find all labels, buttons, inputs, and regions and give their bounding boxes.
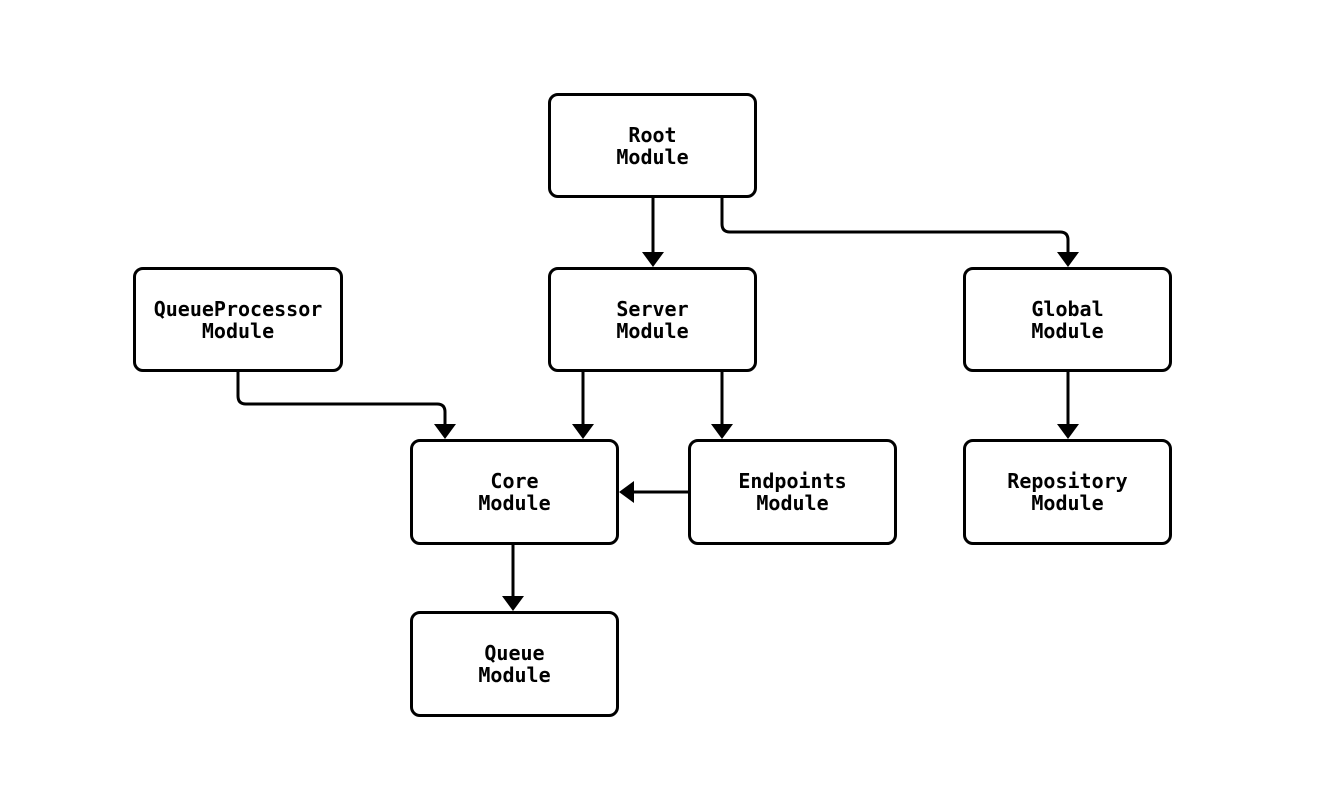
edge-global-to-repository [1057,372,1079,439]
node-queueprocessor-module-label: QueueProcessor Module [153,296,323,343]
node-server-module: Server Module [548,267,757,372]
node-core-module: Core Module [410,439,619,545]
node-global-module: Global Module [963,267,1172,372]
node-repository-module: Repository Module [963,439,1172,545]
node-server-module-label: Server Module [616,296,689,343]
edge-root-to-global [720,198,1079,267]
edge-endpoints-to-core [619,481,688,503]
node-endpoints-module: Endpoints Module [688,439,897,545]
edge-queueprocessor-to-core [236,372,456,439]
node-core-module-label: Core Module [478,469,551,515]
node-queueprocessor-module: QueueProcessor Module [133,267,343,372]
node-queue-module: Queue Module [410,611,619,717]
node-global-module-label: Global Module [1031,296,1104,343]
edge-root-to-server [642,198,664,267]
node-endpoints-module-label: Endpoints Module [738,469,847,515]
node-root-module: Root Module [548,93,757,198]
edge-server-to-core [572,372,594,439]
node-repository-module-label: Repository Module [1007,469,1128,515]
edge-core-to-queue [502,545,524,611]
node-queue-module-label: Queue Module [478,641,551,687]
edge-server-to-endpoints [711,372,733,439]
node-root-module-label: Root Module [616,122,689,169]
